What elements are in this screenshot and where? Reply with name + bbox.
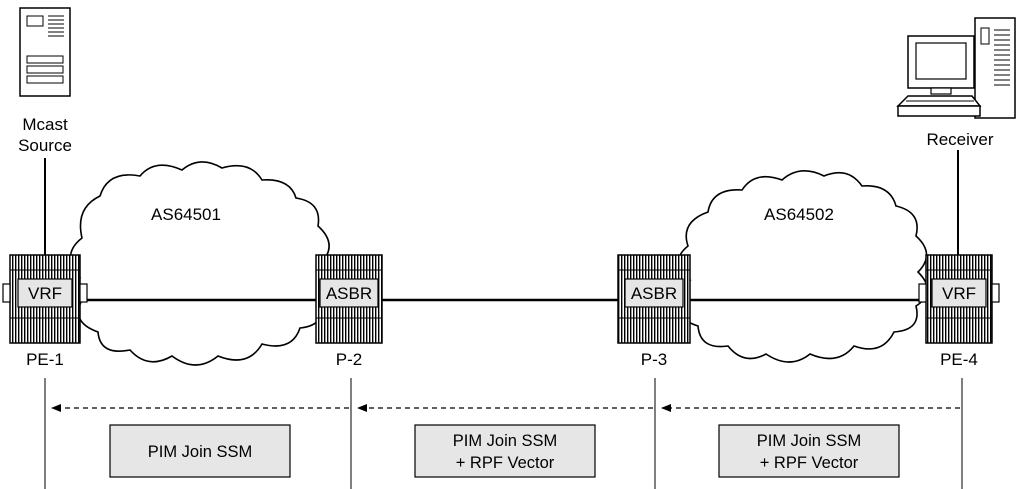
router-name-p2: P-2 [336,350,362,369]
source-label-line1: Mcast [22,115,68,134]
cloud-as64502 [677,170,929,363]
workstation-icon [896,17,1016,119]
router-tag-p2: ASBR [326,284,372,303]
router-tag-pe4: VRF [942,284,976,303]
message-3-line1: PIM Join SSM [757,432,862,450]
router-pe1: VRF [2,254,88,344]
source-label-line2: Source [18,136,72,155]
router-pe4: VRF [918,254,1000,344]
server-icon [19,7,71,97]
router-name-pe4: PE-4 [940,350,978,369]
message-3-line2: + RPF Vector [760,454,859,472]
message-box-1: PIM Join SSM [109,424,291,478]
cloud-label-as64502: AS64502 [764,205,834,224]
cloud-as64501 [69,161,333,366]
router-name-p3: P-3 [641,350,667,369]
message-2-line2: + RPF Vector [456,454,555,472]
message-1-line1: PIM Join SSM [148,443,253,461]
router-tag-p3: ASBR [631,284,677,303]
router-p3: ASBR [617,254,691,344]
router-tag-pe1: VRF [28,284,62,303]
message-box-2: PIM Join SSM + RPF Vector [414,424,596,478]
router-p2: ASBR [315,254,383,344]
message-2-line1: PIM Join SSM [453,432,558,450]
message-box-3: PIM Join SSM + RPF Vector [718,424,900,478]
cloud-label-as64501: AS64501 [151,205,221,224]
router-name-pe1: PE-1 [26,350,64,369]
receiver-label: Receiver [926,130,993,149]
